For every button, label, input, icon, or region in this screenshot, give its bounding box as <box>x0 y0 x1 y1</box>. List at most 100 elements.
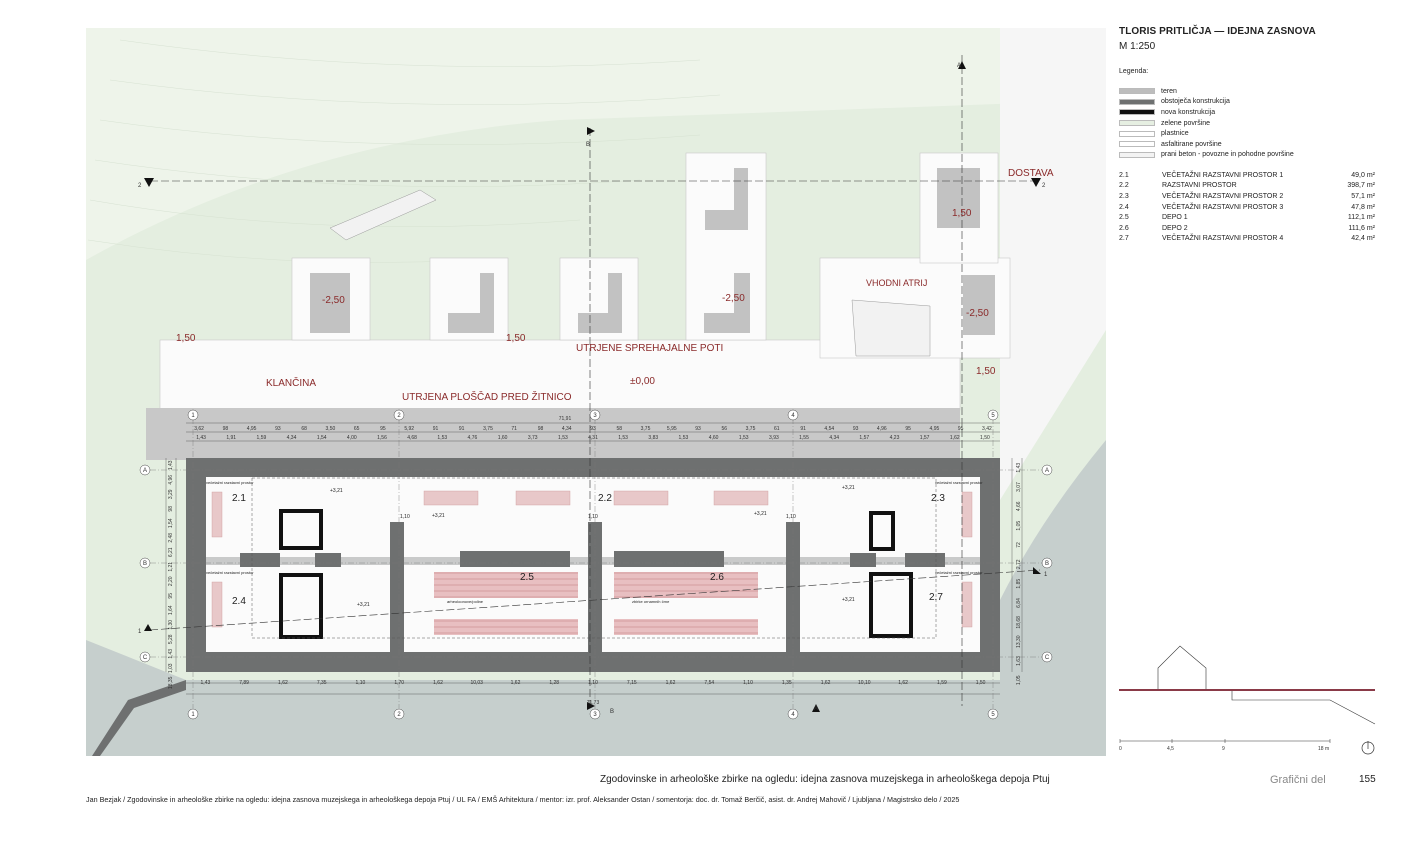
label-vhodni-atrij: VHODNI ATRIJ <box>866 278 927 288</box>
legend-swatch <box>1119 88 1155 95</box>
dim-right-value: 4,66 <box>1016 501 1022 511</box>
dim-right-value: 18,68 <box>1016 616 1022 629</box>
dim-top_row1-value: 3,42 <box>982 426 992 432</box>
axis-row-c-left: C <box>143 655 148 661</box>
dim-bottom_row-value: 1,62 <box>278 680 288 686</box>
room-note-2-5: arheoloonove/poline <box>447 599 484 604</box>
dim-bottom_row-value: 10,03 <box>470 680 483 686</box>
room-label-2-1: 2.1 <box>232 493 246 504</box>
room-area: 57,1 m² <box>1351 192 1375 200</box>
room-name: RAZSTAVNI PROSTOR <box>1162 182 1237 190</box>
dim-bottom_row-value: 1,35 <box>782 680 792 686</box>
room-num: 2.6 <box>1119 224 1129 232</box>
dim-left-value: 1,54 <box>168 518 174 528</box>
axis-col-5-top: 5 <box>991 413 995 419</box>
legend-label: nova konstrukcija <box>1161 108 1216 116</box>
legend-item: teren <box>1119 86 1294 97</box>
legend-item: nova konstrukcija <box>1119 107 1294 118</box>
dim-bottom_row-value: 1,10 <box>356 680 366 686</box>
dim-left-value: 1,21 <box>168 562 174 572</box>
terrain-boxes <box>310 168 995 335</box>
dim-top_row2-value: 4,76 <box>468 435 478 441</box>
green-area-upper <box>86 28 1106 260</box>
room-name: VEČETAŽNI RAZSTAVNI PROSTOR 1 <box>1162 171 1284 179</box>
dim-top_row2-value: 3,73 <box>528 435 538 441</box>
section-label-2-left: 2 <box>138 183 142 189</box>
dim-left-value: 2,48 <box>168 533 174 543</box>
dim-top_row2-value: 1,59 <box>257 435 267 441</box>
dim-left-value: 5,28 <box>168 634 174 644</box>
room-area: 42,4 m² <box>1351 235 1375 243</box>
room-name: VEČETAŽNI RAZSTAVNI PROSTOR 3 <box>1162 203 1284 211</box>
dim-top_row1-value: 98 <box>223 426 229 432</box>
scale-label-45: 4,5 <box>1167 746 1174 752</box>
dim-bottom_row-value: 1,28 <box>549 680 559 686</box>
dim-top_row1-value: 5,92 <box>404 426 414 432</box>
dim-left-value: 1,43 <box>168 460 174 470</box>
dim-top_row2-value: 4,23 <box>890 435 900 441</box>
grid-axes <box>150 418 1042 708</box>
dim-top_row1-value: 4,96 <box>877 426 887 432</box>
plaza-strip <box>146 408 960 460</box>
legend-swatch <box>1119 120 1155 127</box>
contour-lines <box>87 39 721 263</box>
dim-left-value: 1,30 <box>168 620 174 630</box>
dim-top_row2-value: 1,60 <box>498 435 508 441</box>
dim-top_row1-value: 71 <box>511 426 517 432</box>
level-321-3: +3,21 <box>754 511 767 517</box>
dim-top_row1-value: 98 <box>538 426 544 432</box>
room-name: DEPO 2 <box>1162 224 1188 232</box>
legend-label: teren <box>1161 87 1177 95</box>
room-label-2-3: 2.3 <box>931 493 945 504</box>
room-num: 2.2 <box>1119 182 1129 190</box>
label-utrjene-poti: UTRJENE SPREHAJALNE POTI <box>576 343 723 354</box>
axis-row-b-right: B <box>1045 561 1049 567</box>
footer-credit: Jan Bezjak / Zgodovinske in arheološke z… <box>86 795 960 804</box>
legend-label: zelene površine <box>1161 119 1211 127</box>
dim-top_row2-value: 1,53 <box>437 435 447 441</box>
dim-right-value: 13,30 <box>1016 635 1022 648</box>
dim-top_row2-value: 1,91 <box>226 435 236 441</box>
dim-right-value: 72 <box>1016 542 1022 548</box>
dim-top_row1-value: 95 <box>380 426 386 432</box>
legend-title: Legenda: <box>1119 68 1149 75</box>
dim-bottom_row-value: 1,50 <box>976 680 986 686</box>
axis-row-c-right: C <box>1045 655 1050 661</box>
dim-top-total: 71,91 <box>559 416 572 422</box>
label-klancina: KLANČINA <box>266 376 316 389</box>
room-name: VEČETAŽNI RAZSTAVNI PROSTOR 4 <box>1162 235 1284 243</box>
axis-bubbles <box>139 409 1053 720</box>
drawing-title: TLORIS PRITLIČJA — IDEJNA ZASNOVA <box>1119 26 1316 37</box>
axis-col-2-top: 2 <box>397 413 401 419</box>
room-num: 2.5 <box>1119 214 1129 222</box>
legend-label: asfaltirane površine <box>1161 140 1222 148</box>
room-note-2-3: večetažni razstavni prostor <box>935 480 983 485</box>
axis-col-3-bottom: 3 <box>593 712 597 718</box>
dim-top_row2-value: 1,57 <box>920 435 930 441</box>
dim-left-value: 18,35 <box>168 676 174 689</box>
axis-row-b-left: B <box>143 561 147 567</box>
section-label-b-top: B <box>586 142 590 148</box>
terrain-lower <box>86 440 1106 756</box>
legend-item: asfaltirane površine <box>1119 139 1294 150</box>
dim-top_row1-value: 95 <box>905 426 911 432</box>
dim-top_row1-value: 4,54 <box>824 426 834 432</box>
section-label-a-top: A <box>957 63 961 69</box>
dim-top_row2-value: 4,34 <box>829 435 839 441</box>
level-150-left: 1,50 <box>176 333 196 344</box>
dim-left-value: 3,29 <box>168 489 174 499</box>
room-area: 111,6 m² <box>1348 224 1375 232</box>
legend-swatch <box>1119 109 1155 116</box>
dim-right-value: 1,05 <box>1016 675 1022 685</box>
axis-col-4-bottom: 4 <box>791 712 795 718</box>
outdoor-stairs <box>329 189 931 357</box>
room-label-2-2: 2.2 <box>598 493 612 504</box>
dim-left-value: 6,21 <box>168 547 174 557</box>
dim-top_row1-value: 93 <box>275 426 281 432</box>
level-000: ±0,00 <box>630 376 655 387</box>
dim-top_row2-value: 4,00 <box>347 435 357 441</box>
interior-pillars <box>240 522 945 652</box>
room-num: 2.4 <box>1119 203 1129 211</box>
room-area: 398,7 m² <box>1347 182 1375 190</box>
